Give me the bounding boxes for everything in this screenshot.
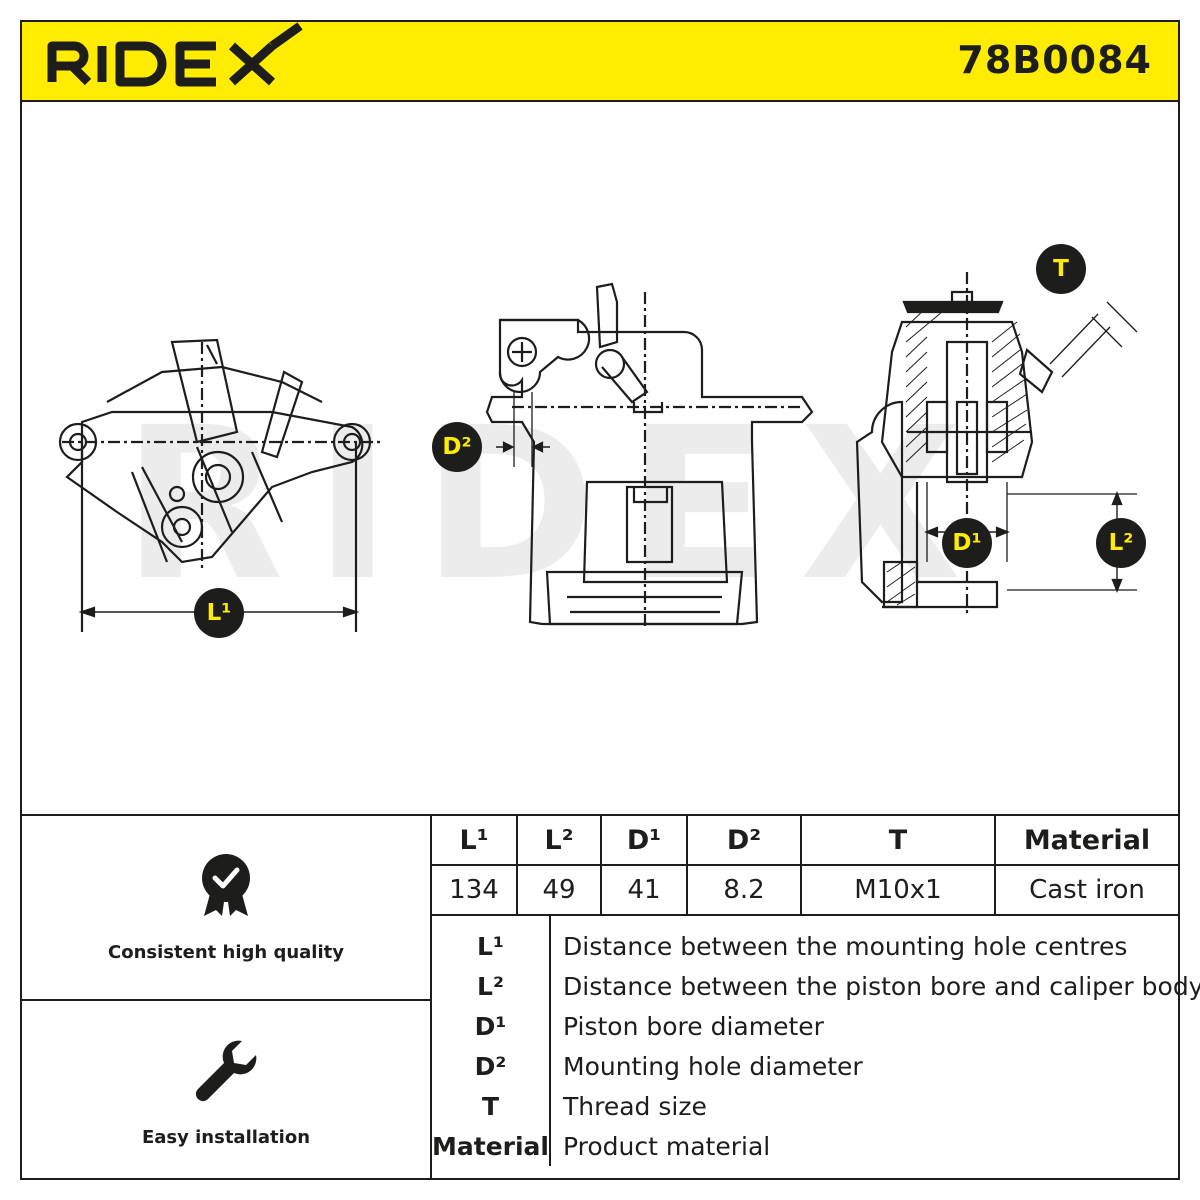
legend-description: Piston bore diameter <box>563 1011 824 1041</box>
legend-row: L¹ Distance between the mounting hole ce… <box>432 916 1200 966</box>
callout-t: T <box>1036 244 1086 294</box>
feature-label-installation: Easy installation <box>141 1127 311 1148</box>
caliper-rear-view <box>58 338 382 632</box>
watermark: RIDEX <box>122 382 992 627</box>
legend-row: T Thread size <box>432 1086 1200 1126</box>
callout-d1: D¹ <box>942 518 992 568</box>
spec-value-row: 134 49 41 8.2 M10x1 Cast iron <box>432 865 1178 916</box>
quality-badge-icon <box>202 854 250 916</box>
callout-l1: L¹ <box>194 588 244 638</box>
spec-header-material: Material <box>995 816 1178 866</box>
caliper-side-view <box>485 282 814 627</box>
spec-value-material: Cast iron <box>995 865 1178 916</box>
part-number: 78B0084 <box>957 38 1152 82</box>
info-section: Consistent high quality Easy installatio… <box>22 814 1200 1180</box>
spec-value-l1: 134 <box>432 865 518 916</box>
spec-value-t: M10x1 <box>801 865 996 916</box>
spec-header-d1: D¹ <box>601 816 688 866</box>
legend-table: L¹ Distance between the mounting hole ce… <box>432 916 1200 1166</box>
spec-table: L¹ L² D¹ D² T Material 134 49 41 8.2 M10… <box>432 816 1178 916</box>
legend-description: Mounting hole diameter <box>563 1051 863 1081</box>
spec-value-l2: 49 <box>517 865 602 916</box>
callout-l2: L² <box>1096 518 1146 568</box>
ridex-logo-icon <box>47 22 303 87</box>
legend-symbol: D¹ <box>432 1006 551 1046</box>
legend-row: D¹ Piston bore diameter <box>432 1006 1200 1046</box>
spec-header-d2: D² <box>687 816 802 866</box>
legend-description: Thread size <box>563 1091 707 1121</box>
caliper-section-view <box>855 272 1054 617</box>
spec-header-row: L¹ L² D¹ D² T Material <box>432 816 1178 866</box>
legend-symbol: T <box>432 1086 551 1126</box>
legend-row: Material Product material <box>432 1126 1200 1166</box>
feature-quality: Consistent high quality <box>22 816 430 1001</box>
spec-header-l2: L² <box>517 816 602 866</box>
callout-d2: D² <box>432 422 482 472</box>
caliper-drawings <box>58 272 1138 632</box>
legend-row: D² Mounting hole diameter <box>432 1046 1200 1086</box>
legend-description: Product material <box>563 1131 771 1161</box>
legend-symbol: L¹ <box>432 916 551 966</box>
spec-header-l1: L¹ <box>432 816 518 866</box>
legend-description: Distance between the mounting hole centr… <box>563 931 1128 961</box>
header-bar: 78B0084 <box>22 22 1178 102</box>
legend-description: Distance between the piston bore and cal… <box>563 971 1200 1001</box>
legend-row: L² Distance between the piston bore and … <box>432 966 1200 1006</box>
feature-installation: Easy installation <box>22 1001 430 1180</box>
legend-symbol: D² <box>432 1046 551 1086</box>
spec-header-t: T <box>801 816 996 866</box>
legend-symbol: L² <box>432 966 551 1006</box>
legend-symbol: Material <box>432 1126 551 1166</box>
technical-drawing: RIDEX <box>22 102 1178 814</box>
product-sheet: 78B0084 RIDEX <box>20 20 1200 1180</box>
brand-logo <box>44 22 324 104</box>
features-panel: Consistent high quality Easy installatio… <box>22 816 432 1180</box>
spec-value-d2: 8.2 <box>687 865 802 916</box>
spec-value-d1: 41 <box>601 865 688 916</box>
feature-label-quality: Consistent high quality <box>108 942 344 963</box>
wrench-icon <box>195 1040 257 1102</box>
